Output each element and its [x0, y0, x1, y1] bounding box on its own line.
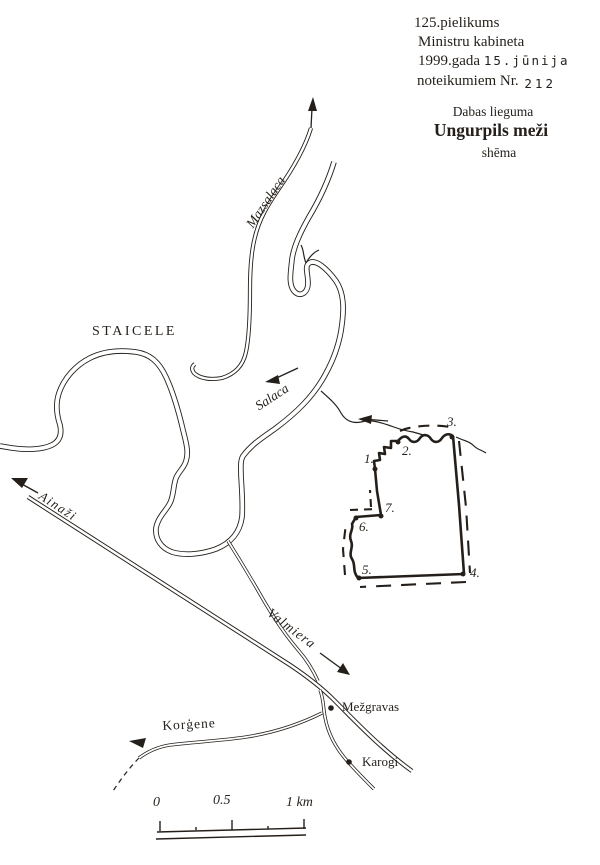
salaca-river-water — [0, 161, 345, 557]
stream-flow-arrowhead — [358, 415, 372, 424]
salaca-flow-arrowhead — [265, 375, 280, 384]
scale-bar-line-top — [156, 827, 307, 833]
mazsalaca-road-arrow-stem — [310, 107, 313, 129]
ainazi-valmiera-outline — [26, 495, 414, 773]
header-date-stamp: 15.jūnija — [483, 53, 570, 68]
mazsalaca-road-surface — [191, 127, 313, 381]
vertex-dot-1 — [372, 466, 378, 472]
boundary-point-label-2: 2. — [402, 443, 412, 458]
boundary-dash-south — [359, 580, 467, 589]
reserve-boundary-dashes — [341, 424, 472, 589]
header-regulation-line: noteikumiem Nr. 212 — [417, 73, 554, 90]
reserve-name-title: Ungurpils meži — [433, 120, 549, 140]
boundary-dash-north — [399, 424, 455, 432]
korgene-road — [112, 711, 323, 792]
south-road-surface — [227, 540, 319, 682]
boundary-point-label-1: 1. — [364, 451, 374, 466]
tributary-stream-west — [320, 390, 428, 437]
boundary-dash-6-7 — [349, 507, 379, 512]
boundary-edge-1-2 — [372, 439, 398, 470]
korgene-road-tail — [112, 757, 140, 792]
karogi-dot — [346, 759, 352, 765]
ainazi-arrowhead — [11, 478, 28, 488]
ainazi-arrow-stem — [19, 482, 39, 494]
staicele-south-road — [226, 540, 376, 791]
ainazi-valmiera-road — [11, 478, 414, 773]
south-road2-surface — [319, 689, 375, 790]
scheme-label: shēma — [481, 145, 517, 160]
header-date-line: 1999.gada 15.jūnija — [418, 53, 570, 70]
boundary-point-label-3: 3. — [447, 414, 457, 429]
korgene-arrowhead — [129, 738, 146, 748]
boundary-point-label-5: 5. — [362, 562, 372, 577]
mazsalaca-road — [190, 97, 317, 382]
settlement-label-karogi: Karogi — [362, 754, 399, 769]
boundary-dash-west — [341, 522, 348, 576]
vertex-dot-3 — [449, 434, 455, 440]
vertex-dot-5 — [356, 575, 362, 581]
valmiera-direction-arrow — [319, 652, 350, 675]
valmiera-arrowhead — [337, 663, 350, 675]
header-regulation-number: 212 — [524, 76, 556, 91]
header-cabinet: Ministru kabineta — [418, 34, 525, 50]
scale-bar — [155, 819, 307, 840]
salaca-flow-arrow — [265, 367, 299, 384]
boundary-edge-5-6 — [348, 516, 360, 579]
town-label-staicele: STAICELE — [92, 324, 177, 339]
boundary-point-label-4: 4. — [470, 565, 480, 580]
scale-label-1km: 1 km — [286, 795, 313, 810]
salaca-river — [0, 161, 346, 557]
boundary-dash-7-1 — [368, 489, 373, 508]
mezgravas-dot — [328, 705, 334, 711]
boundary-edge-4-5 — [357, 572, 465, 580]
vertex-dot-7 — [378, 513, 384, 519]
mazsalaca-road-arrowhead — [308, 97, 317, 111]
boundary-dash-east — [457, 440, 472, 574]
ainazi-valmiera-surface — [27, 495, 413, 773]
vertex-dot-2 — [395, 439, 401, 445]
header-appendix: 125.pielikums — [414, 15, 500, 31]
boundary-edge-3-4 — [451, 435, 466, 575]
road-label-korgene: Korģene — [161, 715, 217, 733]
reserve-type-label: Dabas lieguma — [452, 104, 534, 119]
tributary-stream — [320, 390, 487, 454]
settlement-label-mezgravas: Mežgravas — [342, 699, 400, 714]
boundary-point-label-7: 7. — [385, 500, 395, 515]
vertex-dot-4 — [460, 571, 466, 577]
river-fork-branch — [300, 244, 320, 264]
header-year: 1999.gada — [418, 53, 481, 69]
scale-label-0: 0 — [153, 795, 160, 810]
boundary-point-label-6: 6. — [359, 519, 369, 534]
boundary-edge-2-3 — [396, 432, 454, 444]
scale-bar-line-bottom — [155, 834, 307, 840]
reserve-boundary — [348, 432, 466, 580]
scale-label-05: 0.5 — [213, 793, 231, 808]
header-regulation: noteikumiem Nr. — [417, 73, 519, 89]
boundary-vertex-dots — [353, 434, 466, 581]
korgene-road-surface — [138, 712, 323, 759]
tributary-stream-east — [455, 436, 487, 454]
boundary-edge-7-1 — [373, 468, 383, 516]
vertex-dot-6 — [353, 515, 359, 521]
boundary-edge-6-7 — [355, 513, 382, 519]
